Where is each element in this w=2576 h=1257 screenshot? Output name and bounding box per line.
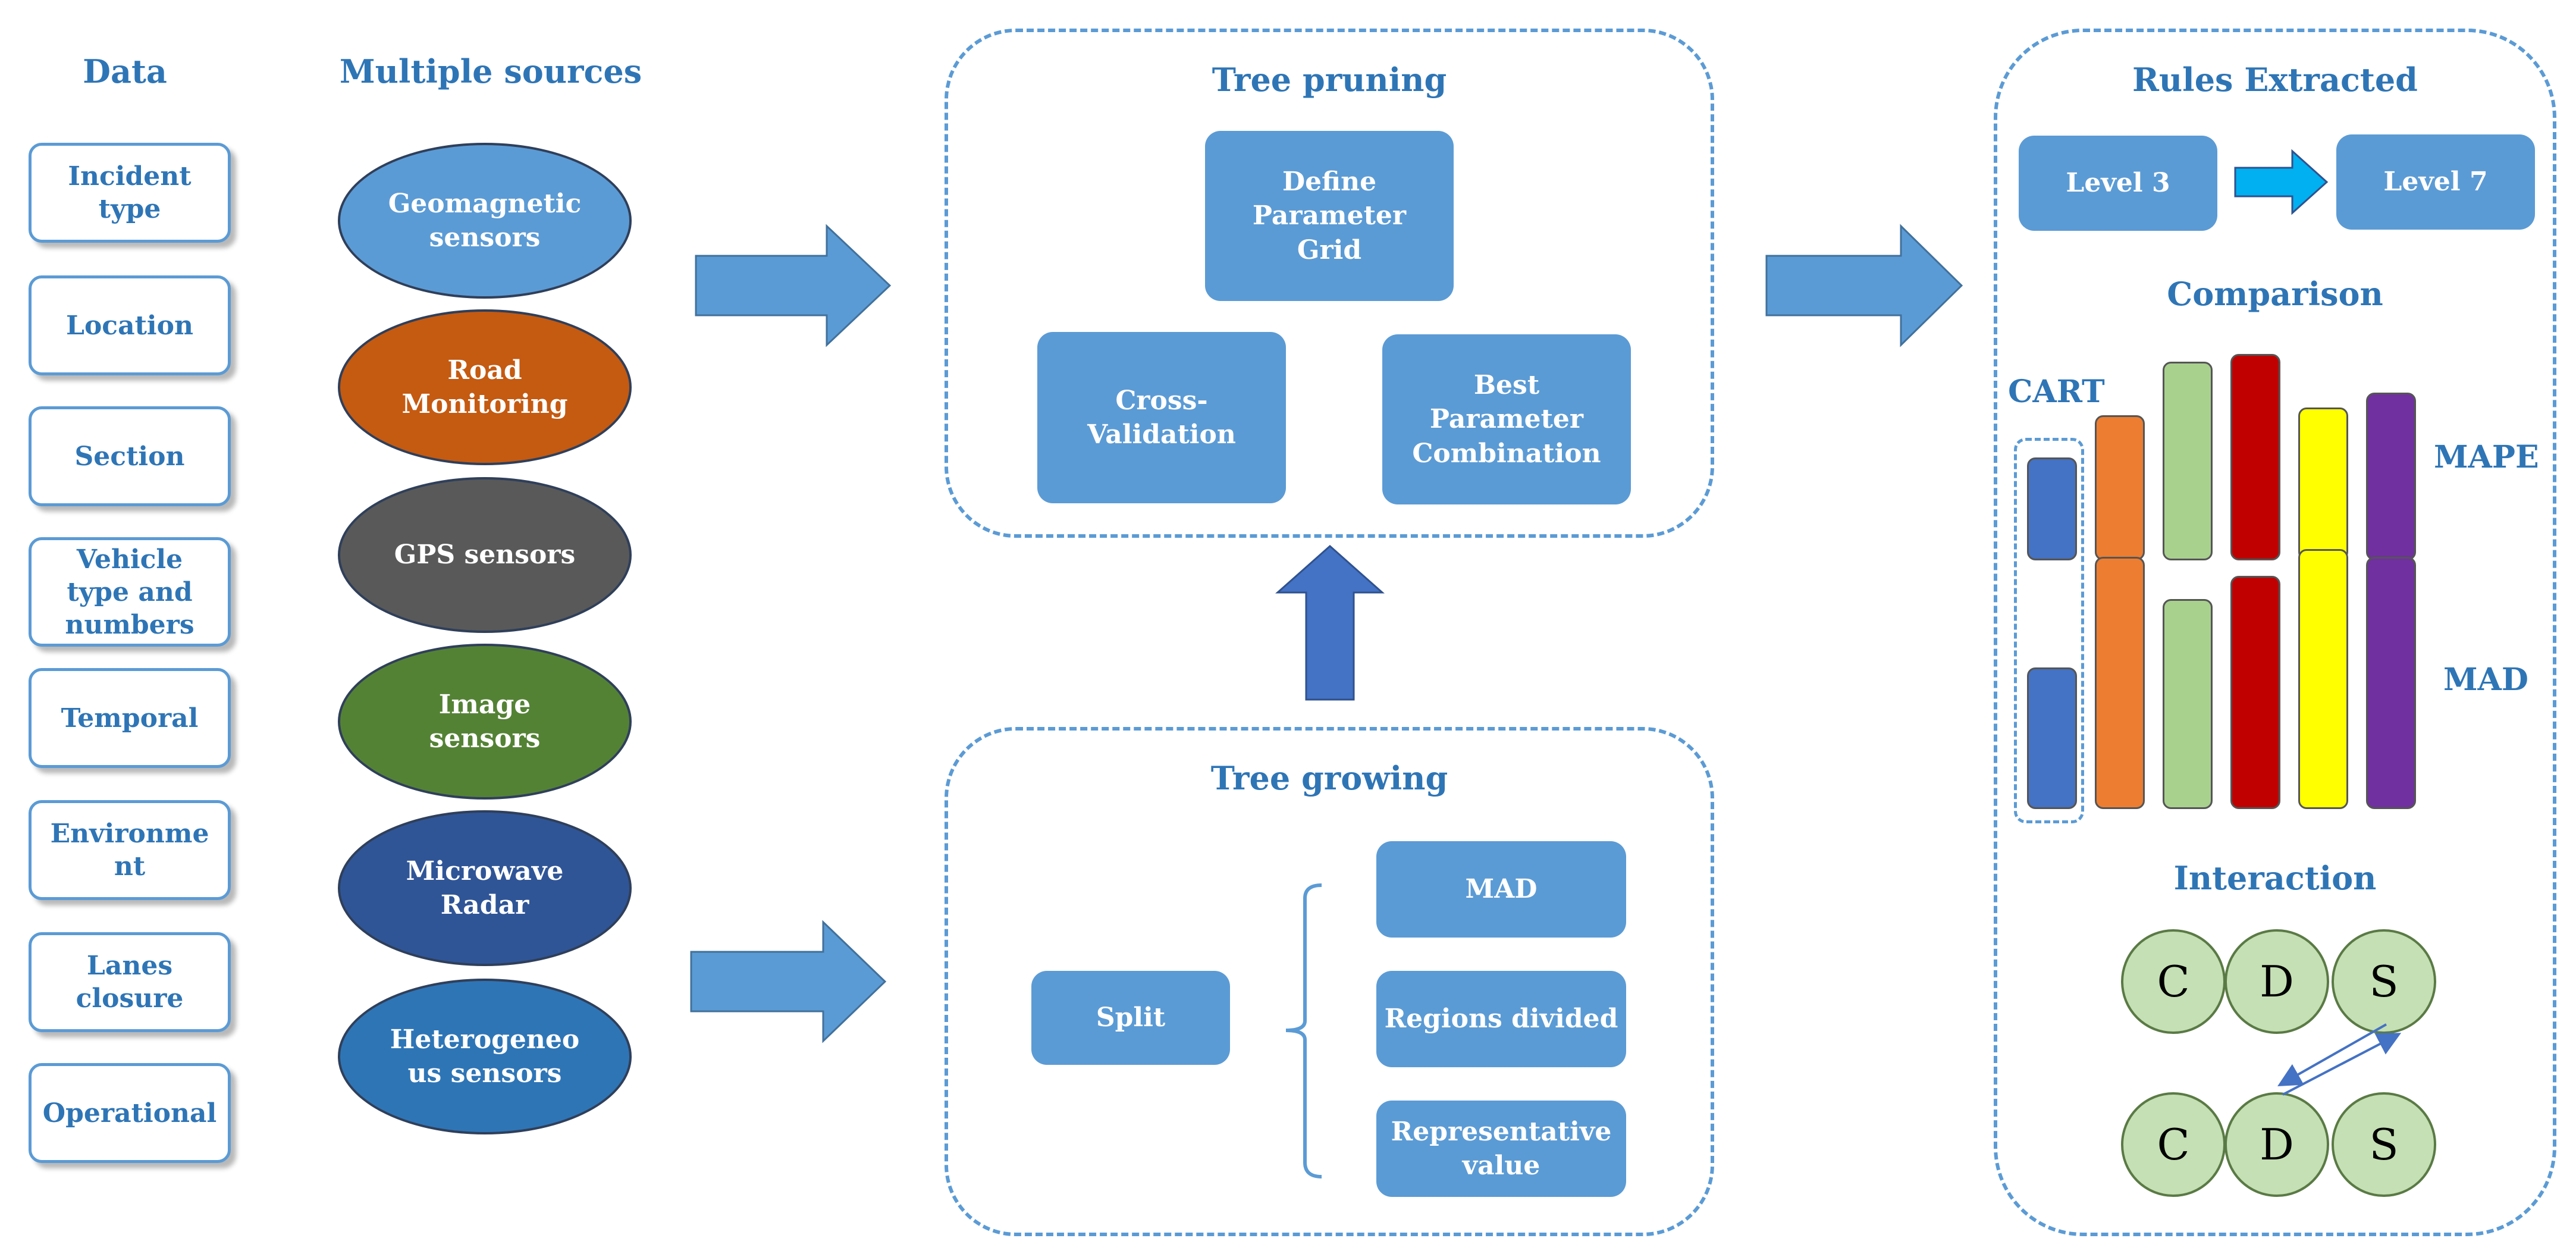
source-road-monitoring: Road Monitoring	[338, 309, 632, 465]
mad-bar-1	[2027, 667, 2077, 809]
top-circle-s: S	[2332, 929, 2436, 1034]
data-item-temporal: Temporal	[29, 668, 231, 768]
split-box: Split	[1031, 971, 1230, 1065]
best-parameter-combination-box: Best Parameter Combination	[1382, 334, 1631, 504]
mape-label: MAPE	[2434, 439, 2539, 475]
source-heterogeneous-sensors: Heterogeneo us sensors	[338, 979, 632, 1134]
arrow-up-growing-to-pruning	[1275, 544, 1385, 701]
data-item-lanes-closure: Lanes closure	[29, 932, 231, 1032]
source-microwave-radar: Microwave Radar	[338, 810, 632, 966]
mape-bar-2	[2095, 415, 2145, 560]
source-gps-sensors: GPS sensors	[338, 477, 632, 633]
mape-bar-5	[2298, 407, 2348, 560]
define-parameter-grid-box: Define Parameter Grid	[1205, 131, 1454, 301]
arrow-to-tree-growing	[690, 920, 887, 1043]
mad-bar-6	[2366, 557, 2416, 809]
comparison-title: Comparison	[2167, 275, 2383, 313]
top-circle-d: D	[2224, 929, 2329, 1034]
mape-bar-3	[2163, 362, 2213, 560]
top-circle-c: C	[2121, 929, 2226, 1034]
data-heading: Data	[83, 52, 167, 90]
source-image-sensors: Image sensors	[338, 644, 632, 800]
data-item-vehicle-type: Vehicle type and numbers	[29, 537, 231, 647]
tree-growing-panel	[945, 727, 1714, 1236]
bottom-circle-c: C	[2121, 1092, 2226, 1197]
rules-extracted-panel	[1994, 29, 2556, 1236]
rules-extracted-title: Rules Extracted	[2132, 61, 2418, 99]
interaction-arrow-up	[2282, 1033, 2402, 1096]
level-7-box: Level 7	[2336, 134, 2535, 230]
mape-bar-6	[2366, 393, 2416, 560]
cross-validation-box: Cross- Validation	[1037, 332, 1286, 503]
tree-growing-title: Tree growing	[1210, 759, 1448, 797]
arrow-level-3-to-7	[2234, 149, 2329, 215]
mad-bar-4	[2230, 576, 2280, 809]
data-item-location: Location	[29, 275, 231, 375]
cart-highlight	[2014, 438, 2084, 823]
arrow-to-rules-extracted	[1765, 224, 1963, 347]
tree-pruning-title: Tree pruning	[1212, 61, 1447, 99]
bottom-circle-s: S	[2332, 1092, 2436, 1197]
output-regions-divided-box: Regions divided	[1376, 971, 1626, 1067]
interaction-arrow-down	[2277, 1023, 2387, 1086]
arrow-to-tree-pruning	[695, 224, 892, 347]
data-item-environment: Environme nt	[29, 800, 231, 900]
mad-bar-3	[2163, 599, 2213, 809]
mad-bar-5	[2298, 549, 2348, 809]
interaction-title: Interaction	[2173, 859, 2377, 897]
split-brace	[1285, 883, 1322, 1178]
output-representative-value-box: Representative value	[1376, 1101, 1626, 1197]
output-mad-box: MAD	[1376, 841, 1626, 938]
data-item-section: Section	[29, 406, 231, 506]
data-item-incident-type: Incident type	[29, 143, 231, 243]
data-item-operational: Operational	[29, 1063, 231, 1163]
tree-pruning-panel	[945, 29, 1714, 538]
sources-heading: Multiple sources	[339, 52, 642, 90]
bottom-circle-d: D	[2224, 1092, 2329, 1197]
mad-label: MAD	[2443, 662, 2528, 698]
source-geomagnetic-sensors: Geomagnetic sensors	[338, 143, 632, 299]
mape-bar-1	[2027, 457, 2077, 560]
mape-bar-4	[2230, 354, 2280, 560]
cart-label: CART	[2008, 374, 2105, 410]
level-3-box: Level 3	[2019, 136, 2217, 231]
mad-bar-2	[2095, 557, 2145, 809]
